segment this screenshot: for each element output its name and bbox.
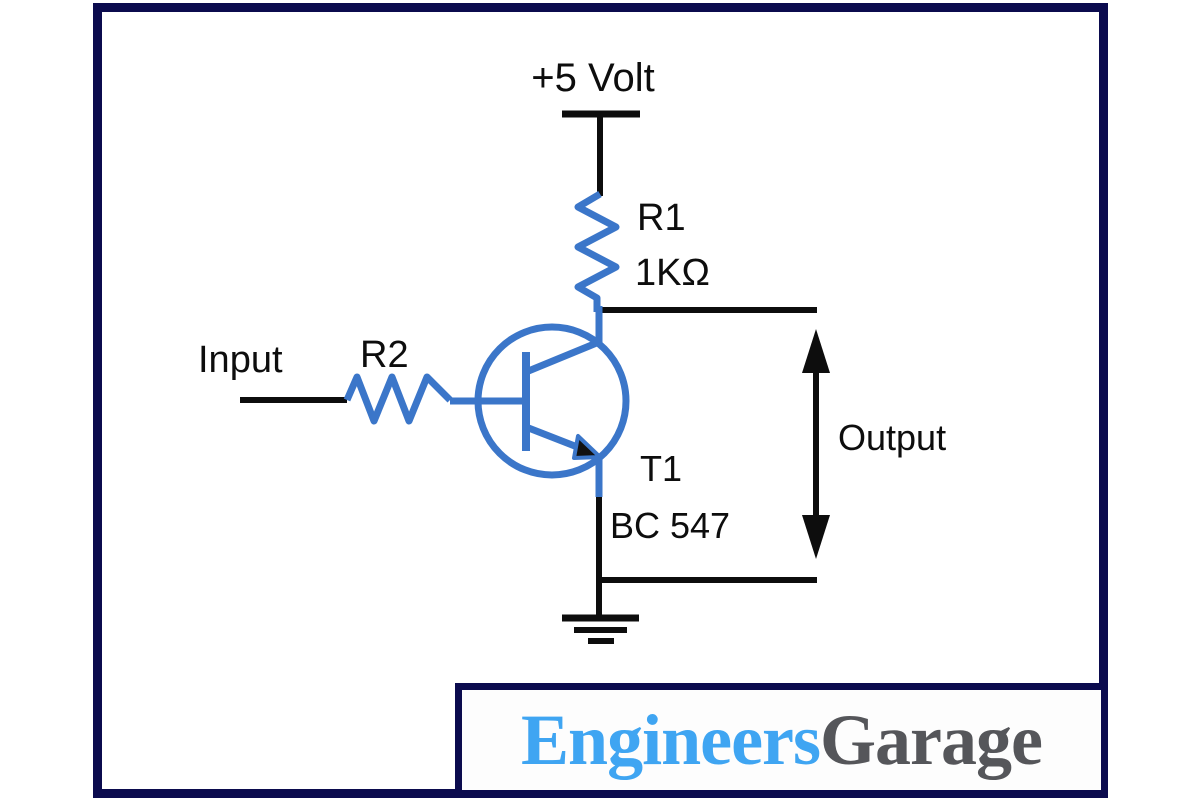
input-label: Input (198, 339, 283, 381)
supply-voltage-label: +5 Volt (531, 56, 654, 100)
r2-name-label: R2 (360, 334, 409, 376)
transistor-part-label: BC 547 (610, 505, 730, 546)
r1-name-label: R1 (637, 197, 686, 239)
r1-value-label: 1KΩ (635, 252, 710, 294)
output-arrow-down-icon (802, 515, 830, 559)
output-arrow-up-icon (802, 329, 830, 373)
logo-text-engineers: Engineers (521, 699, 821, 780)
logo-text-garage: Garage (820, 699, 1043, 780)
emitter-arrowhead-icon (572, 434, 602, 460)
transistor-name-label: T1 (640, 448, 682, 489)
transistor-collector-diagonal (524, 338, 601, 376)
output-label: Output (838, 417, 946, 458)
resistor-r2-symbol (343, 373, 453, 425)
resistor-r1-symbol (574, 190, 620, 312)
